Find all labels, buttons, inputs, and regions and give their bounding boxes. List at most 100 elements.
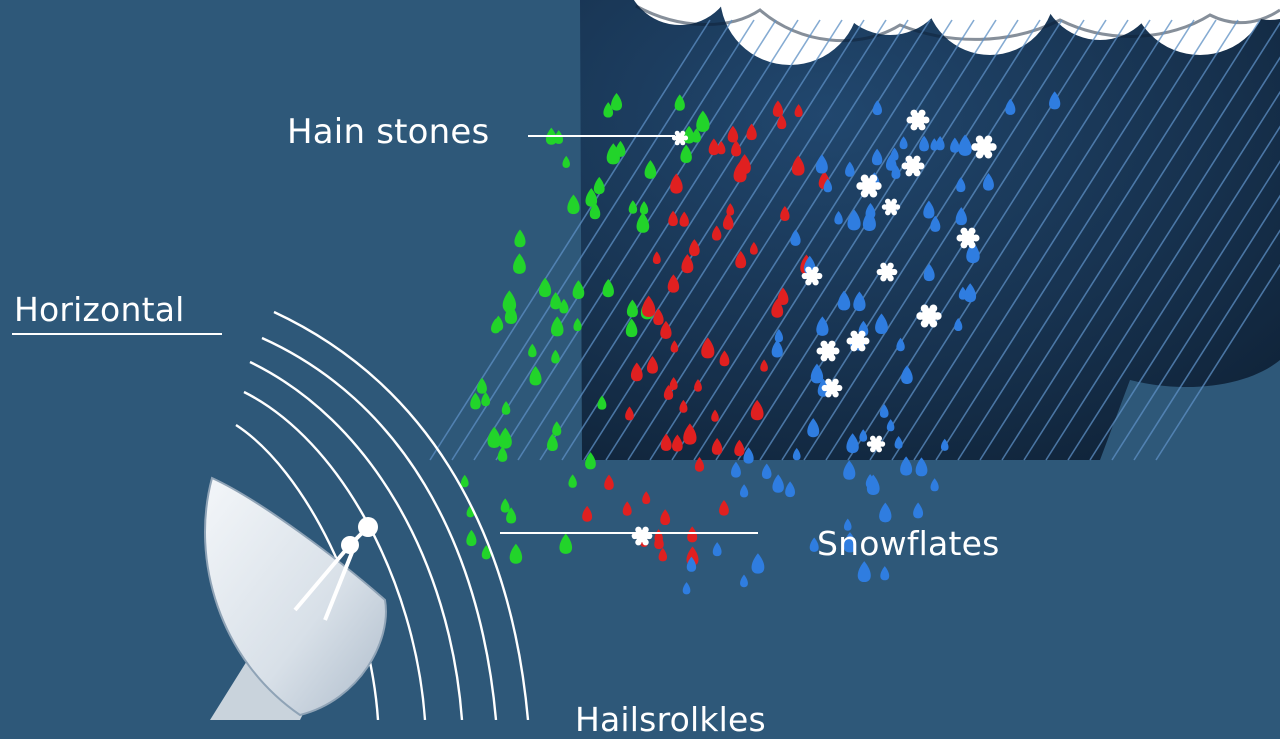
- green-drop: [547, 433, 558, 452]
- red-drop: [630, 362, 643, 382]
- green-drop: [615, 140, 626, 157]
- green-drop: [639, 201, 649, 215]
- red-drop: [749, 242, 758, 255]
- red-drop: [658, 547, 667, 562]
- rain-line: [605, 19, 887, 461]
- red-drop: [694, 457, 705, 472]
- red-drop: [711, 225, 722, 241]
- red-drop: [683, 423, 697, 445]
- rain-line: [693, 19, 975, 461]
- green-drop: [696, 110, 710, 132]
- red-drop: [672, 434, 683, 452]
- rain-line: [429, 19, 711, 461]
- green-drop: [568, 474, 577, 488]
- green-drop: [514, 229, 526, 248]
- red-drop: [777, 114, 787, 130]
- blue-drop: [940, 438, 949, 451]
- blue-drop: [774, 328, 784, 343]
- red-drop: [722, 212, 734, 230]
- rain-line: [1155, 263, 1280, 461]
- blue-drop: [930, 215, 941, 232]
- red-drop: [708, 138, 720, 156]
- green-drop: [481, 545, 491, 560]
- red-drop: [750, 399, 764, 421]
- red-drop: [646, 355, 658, 374]
- hail-stones-label: Hain stones: [287, 112, 490, 152]
- blue-drop: [809, 537, 819, 552]
- green-drop: [460, 474, 469, 488]
- green-drop: [552, 421, 562, 436]
- green-drop: [611, 92, 623, 111]
- rain-line: [759, 19, 1041, 461]
- blue-drop: [743, 447, 754, 464]
- green-drop: [626, 299, 638, 318]
- green-drop: [470, 392, 481, 410]
- red-drop: [701, 337, 715, 359]
- snowflake: [881, 198, 901, 216]
- green-drop: [504, 304, 518, 324]
- snowflake: [906, 109, 930, 131]
- red-drop: [660, 509, 671, 526]
- rain-line: [957, 19, 1239, 461]
- rain-line: [473, 19, 755, 461]
- blue-drop: [853, 291, 866, 312]
- red-drop: [660, 433, 672, 451]
- green-drop: [528, 343, 537, 358]
- blue-drop: [915, 457, 928, 477]
- green-drop: [628, 200, 638, 214]
- green-drop: [481, 392, 491, 407]
- blue-drop: [785, 481, 795, 498]
- rain-line: [539, 19, 821, 461]
- green-drop: [644, 160, 657, 179]
- green-drop: [680, 144, 692, 163]
- green-drop: [509, 543, 523, 564]
- red-drop: [780, 206, 790, 221]
- blue-drop: [816, 316, 829, 336]
- snowflake: [671, 130, 689, 146]
- blue-drop: [686, 556, 697, 572]
- radar-dish-icon: [204, 476, 387, 720]
- green-drop: [506, 507, 517, 524]
- blue-drop: [846, 433, 859, 454]
- rain-line: [803, 19, 1085, 461]
- red-drop: [668, 210, 678, 227]
- blue-drop: [900, 456, 913, 476]
- blue-drop: [866, 474, 880, 495]
- rain-line: [737, 19, 1019, 461]
- snowflake: [866, 435, 886, 453]
- blue-drop: [1049, 91, 1061, 110]
- green-drop: [567, 194, 580, 215]
- snowflake: [876, 262, 898, 282]
- rain-line: [891, 19, 1173, 461]
- green-drop: [636, 212, 650, 233]
- red-drop: [711, 437, 723, 455]
- blue-drop: [958, 134, 972, 156]
- blue-drop: [761, 463, 772, 479]
- rain-line: [451, 19, 733, 461]
- snowflake: [856, 174, 882, 198]
- red-drop: [681, 254, 694, 274]
- blue-drop: [875, 313, 888, 335]
- red-drop: [719, 499, 729, 516]
- rain-line: [847, 19, 1129, 461]
- green-drop: [550, 292, 562, 310]
- cloud-icon: [633, 0, 1280, 65]
- blue-drop: [739, 484, 749, 498]
- red-drop: [687, 526, 698, 543]
- red-drop: [689, 239, 700, 257]
- rain-line: [913, 19, 1195, 461]
- green-drop: [538, 277, 552, 298]
- rain-line: [1001, 21, 1280, 461]
- green-drop: [585, 452, 596, 470]
- snowflake: [956, 227, 980, 249]
- blue-drop: [857, 561, 871, 583]
- rain-line: [869, 19, 1151, 461]
- blue-drop: [982, 173, 994, 191]
- green-drop: [593, 176, 605, 195]
- blue-drop: [913, 502, 924, 519]
- rain-line: [671, 19, 953, 461]
- blue-drop: [837, 290, 851, 311]
- red-drop: [731, 140, 742, 157]
- blue-drop: [896, 337, 905, 352]
- green-drop: [500, 498, 510, 513]
